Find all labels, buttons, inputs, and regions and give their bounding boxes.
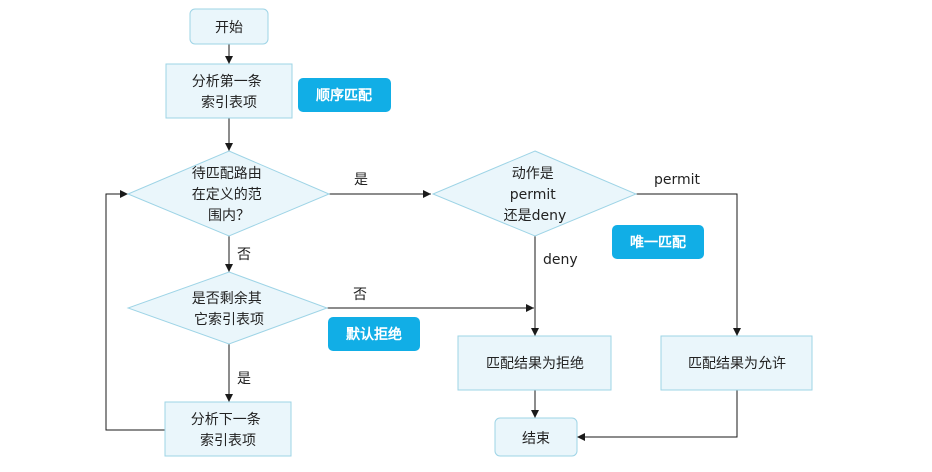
badge-unique-match: 唯一匹配 <box>612 225 704 259</box>
result-permit-node-shape <box>660 335 813 391</box>
analyze-first-node-line: 索引表项 <box>201 94 257 111</box>
analyze-first-node: 分析第一条 索引表项 <box>165 63 293 119</box>
badge-sequential-match: 顺序匹配 <box>298 78 391 112</box>
action-decision-label: 动作是 permit 还是deny <box>504 166 567 224</box>
action-decision: 动作是 permit 还是deny <box>431 150 638 237</box>
badge-default-deny: 默认拒绝 <box>328 317 420 351</box>
start-node: 开始 <box>189 8 269 45</box>
result-deny-node-label: 匹配结果为拒绝 <box>486 356 584 372</box>
end-node: 结束 <box>494 417 578 457</box>
end-node-label: 结束 <box>522 431 550 447</box>
has-remaining-decision-line: 它索引表项 <box>194 311 264 328</box>
in-range-decision-shape <box>126 150 331 237</box>
result-deny-node: 匹配结果为拒绝 <box>457 335 612 391</box>
edge-result-permit-to-end <box>577 390 738 441</box>
edge-label-remaining-yes: 是 <box>237 371 251 387</box>
edge-label-in-range-no: 否 <box>237 247 251 263</box>
in-range-decision: 待匹配路由 在定义的范 围内？ <box>126 150 331 237</box>
in-range-decision-label: 待匹配路由 在定义的范 围内？ <box>192 166 266 224</box>
edge-labels: 是 否 permit deny 否 是 <box>237 172 701 387</box>
action-decision-shape <box>431 150 638 237</box>
start-node-line: 开始 <box>215 20 243 36</box>
analyze-next-node-shape <box>164 401 292 457</box>
has-remaining-decision: 是否剩余其 它索引表项 <box>126 271 329 345</box>
analyze-next-node-label: 分析下一条 索引表项 <box>191 411 265 449</box>
analyze-next-node-line: 索引表项 <box>200 432 256 449</box>
end-node-shape <box>494 417 578 457</box>
badge-sequential-match-label: 顺序匹配 <box>316 87 372 104</box>
badge-default-deny-label: 默认拒绝 <box>346 326 402 343</box>
result-deny-node-shape <box>457 335 612 391</box>
edge-action-to-result-permit <box>636 193 741 336</box>
badge-sequential-match-shape <box>298 78 391 112</box>
action-decision-line: 动作是 <box>512 166 554 182</box>
badge-unique-match-label: 唯一匹配 <box>630 234 686 251</box>
edge-analyze-next-loop-to-in-range <box>105 190 165 431</box>
result-deny-node-line: 匹配结果为拒绝 <box>486 356 584 372</box>
action-decision-line: 还是deny <box>504 208 567 224</box>
end-node-line: 结束 <box>522 431 550 447</box>
has-remaining-decision-line: 是否剩余其 <box>192 290 262 307</box>
analyze-next-node: 分析下一条 索引表项 <box>164 401 292 457</box>
edge-label-remaining-no: 否 <box>353 287 367 303</box>
result-permit-node-line: 匹配结果为允许 <box>688 356 786 372</box>
analyze-first-node-shape <box>165 63 293 119</box>
in-range-decision-line: 在定义的范 <box>192 186 262 203</box>
in-range-decision-line: 围内？ <box>208 208 250 224</box>
start-node-shape <box>189 8 269 45</box>
edge-label-in-range-yes: 是 <box>354 172 368 188</box>
badge-unique-match-shape <box>612 225 704 259</box>
has-remaining-decision-label: 是否剩余其 它索引表项 <box>192 290 266 328</box>
analyze-first-node-line: 分析第一条 <box>192 73 262 90</box>
edge-label-action-permit: permit <box>654 172 701 188</box>
in-range-decision-line: 待匹配路由 <box>192 166 262 182</box>
has-remaining-decision-shape <box>126 271 329 345</box>
edge-label-action-deny: deny <box>543 252 578 268</box>
edges <box>105 44 741 441</box>
badge-default-deny-shape <box>328 317 420 351</box>
action-decision-line: permit <box>510 187 557 203</box>
start-node-label: 开始 <box>215 20 243 36</box>
analyze-next-node-line: 分析下一条 <box>191 411 261 428</box>
result-permit-node: 匹配结果为允许 <box>660 335 813 391</box>
analyze-first-node-label: 分析第一条 索引表项 <box>192 73 266 111</box>
result-permit-node-label: 匹配结果为允许 <box>688 356 786 372</box>
